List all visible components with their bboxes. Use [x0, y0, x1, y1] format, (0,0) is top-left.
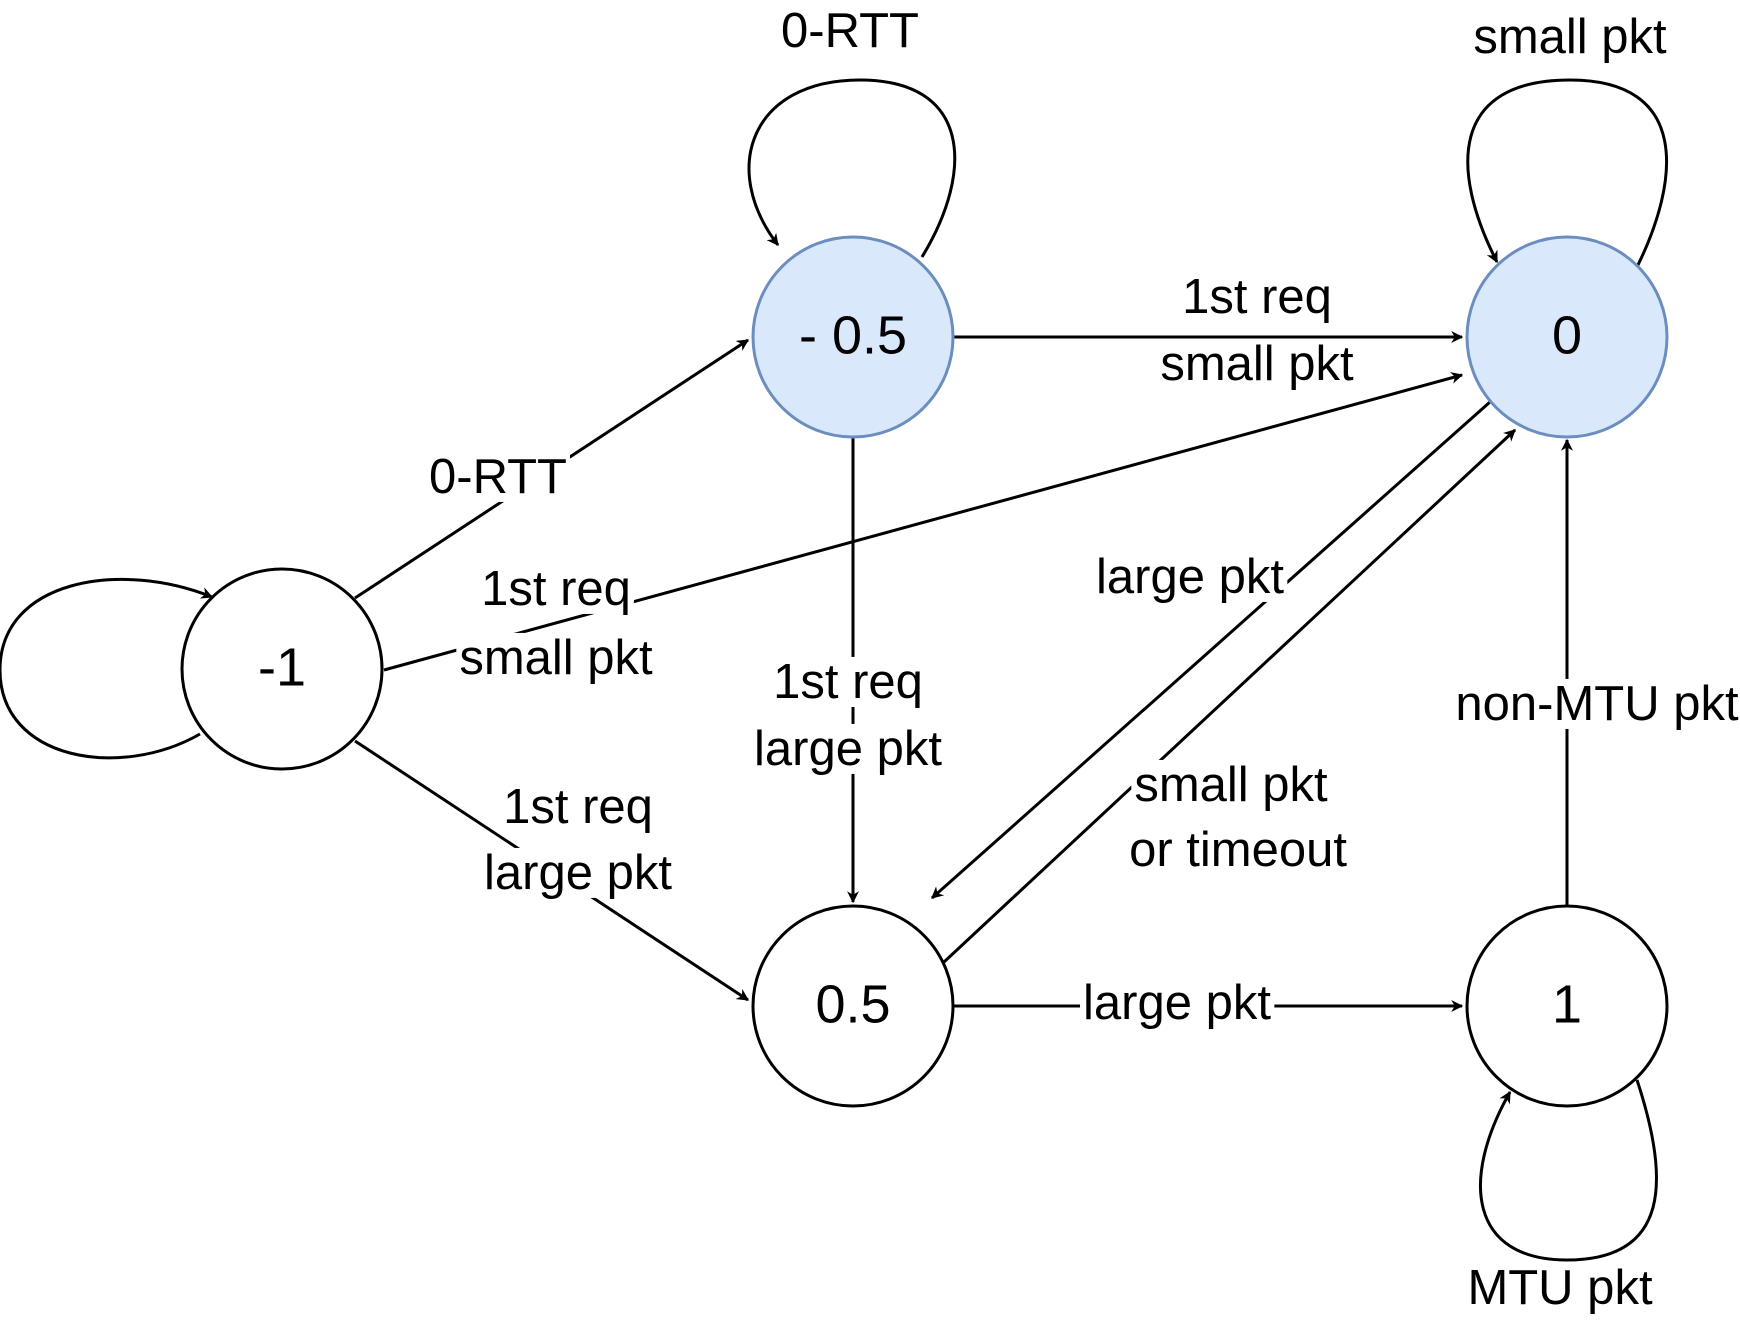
edge-s_0-to-s_05	[931, 400, 1491, 900]
state-circle	[751, 235, 955, 439]
state-05: 0.5	[751, 904, 955, 1108]
edge-label: small pkt	[1473, 10, 1667, 64]
edge-label: or timeout	[1129, 823, 1347, 877]
edge-label: large pkt	[1083, 976, 1271, 1030]
state-neg1: -1	[180, 567, 384, 771]
state-0: 0	[1465, 235, 1669, 439]
edge-label-background	[770, 656, 926, 707]
edge-label-background	[1080, 977, 1275, 1028]
state-circle	[180, 567, 384, 771]
edge-label: large pkt	[1096, 550, 1284, 604]
edge-label: MTU pkt	[1467, 1261, 1653, 1315]
edge-label-background	[456, 632, 657, 683]
edge-label: small pkt	[1160, 337, 1354, 391]
edge-s_neg1-to-s_neg1	[0, 577, 214, 760]
edge-label-background	[751, 723, 946, 774]
edge-label-background	[1464, 1262, 1656, 1313]
state-label: -1	[258, 637, 306, 697]
edge-s_neg05-to-s_neg05	[747, 78, 957, 258]
state-1: 1	[1465, 904, 1669, 1108]
edge-label: 0-RTT	[781, 4, 919, 58]
edge-label-background	[1179, 271, 1335, 322]
edge-label-background	[1131, 759, 1332, 810]
state-label: 0.5	[815, 974, 890, 1034]
state-neg05: - 0.5	[751, 235, 955, 439]
labels-layer: 0-RTT 1st req small pkt 1st req large pkt 0-R…	[426, 4, 1740, 1315]
state-circle	[1465, 904, 1669, 1108]
state-label: 0	[1552, 305, 1582, 365]
edge-label: non-MTU pkt	[1455, 677, 1739, 731]
edge-label-background	[1093, 551, 1288, 602]
edge-s_neg1-to-s_0	[383, 372, 1464, 672]
edge-s_1-to-s_1	[1479, 1079, 1659, 1262]
edge-label-background	[1126, 824, 1351, 875]
edge-s_05-to-s_0	[942, 428, 1517, 964]
state-label: 1	[1552, 974, 1582, 1034]
edge-label: 1st req	[503, 780, 653, 834]
edge-label: small pkt	[459, 631, 653, 685]
edge-label: small pkt	[1134, 758, 1328, 812]
edge-label: large pkt	[484, 846, 672, 900]
edge-label-background	[478, 563, 634, 614]
edge-label-background	[1452, 678, 1740, 729]
edge-label-background	[1470, 11, 1671, 62]
edge-label: 0-RTT	[429, 450, 567, 504]
edge-label-background	[500, 781, 656, 832]
edge-label: large pkt	[754, 722, 942, 776]
edge-s_0-to-s_0	[1466, 78, 1668, 268]
edge-label: 1st req	[1182, 270, 1332, 324]
edge-label-background	[481, 847, 676, 898]
edge-label-background	[778, 5, 922, 56]
edge-label: 1st req	[481, 562, 631, 616]
states-layer: -1 - 0.5 0 0.5 1	[180, 235, 1669, 1108]
state-circle	[1465, 235, 1669, 439]
edge-label-background	[426, 451, 570, 502]
edge-label: 1st req	[773, 655, 923, 709]
edge-label-background	[1157, 338, 1358, 389]
state-label: - 0.5	[799, 305, 907, 365]
state-circle	[751, 904, 955, 1108]
